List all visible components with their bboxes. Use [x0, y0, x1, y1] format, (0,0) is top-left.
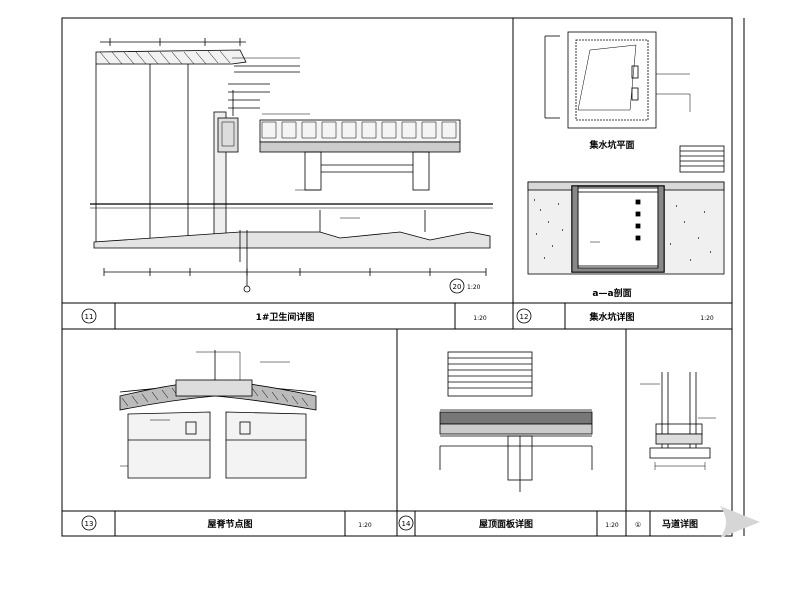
panel-number: 12 [520, 313, 529, 321]
panel-scale: 1:20 [605, 522, 619, 529]
sump-pit-plan-subtitle: 集水坑平面 [588, 139, 634, 151]
title-bar-sump-pit: 12 集水坑详图 1:20 [516, 308, 714, 324]
panel-scale: 1:20 [473, 315, 487, 322]
roof-panel-drawing [439, 351, 593, 492]
detail-callout-20: 20 1:20 [449, 278, 481, 294]
panel-number-circle [81, 308, 97, 324]
panel-scale: 1:20 [358, 522, 372, 529]
title-bar-bathroom: 11 1#卫生间详图 1:20 [81, 308, 487, 324]
title-bar-ridge: 13 屋脊节点图 1:20 [81, 515, 372, 531]
sheet-frame [61, 17, 745, 537]
panel-number: 11 [85, 313, 94, 321]
sump-pit-plan-drawing [544, 31, 691, 129]
panel-number-circle [398, 515, 414, 531]
sump-pit-section-subtitle: a—a剖面 [592, 287, 631, 299]
title-bar-catwalk: ① 马道详图 [635, 518, 698, 530]
sump-pit-section-drawing [527, 145, 725, 275]
panel-title: 集水坑详图 [588, 311, 634, 323]
panel-title: 屋顶面板详图 [479, 518, 533, 530]
panel-number: 14 [402, 520, 411, 528]
title-bar-roof-panel: 14 屋顶面板详图 1:20 [398, 515, 619, 531]
detail-callout-scale: 1:20 [467, 284, 481, 291]
panel-title: 1#卫生间详图 [256, 311, 315, 323]
ridge-node-drawing [119, 350, 317, 479]
detail-callout-number: 20 [453, 283, 462, 291]
panel-title: 马道详图 [662, 518, 698, 530]
panel-scale: 1:20 [700, 315, 714, 322]
panel-title: 屋脊节点图 [207, 518, 252, 530]
corner-arrow-mark [720, 506, 760, 538]
panel-number-circle [516, 308, 532, 324]
bathroom-detail-drawing [90, 38, 493, 293]
catwalk-drawing [640, 372, 716, 470]
panel-number: ① [635, 521, 641, 529]
panel-number: 13 [85, 520, 94, 528]
panel-number-circle [81, 515, 97, 531]
